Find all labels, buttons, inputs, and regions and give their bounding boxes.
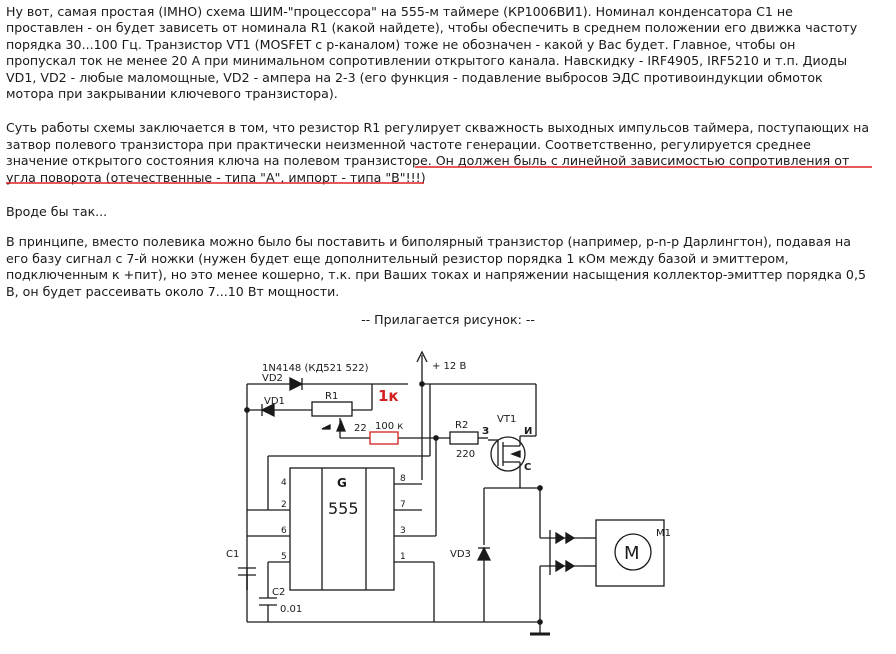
post-paragraph-1: Ну вот, самая простая (IMHO) схема ШИМ-"… — [6, 4, 858, 102]
red-underline-annotation — [6, 166, 872, 184]
motor-label: M — [624, 543, 640, 564]
res-100k-label: 100 к — [375, 421, 403, 432]
r2-value-label: 220 — [456, 449, 475, 460]
pin22-label: 22 — [354, 423, 367, 434]
r2-resistor-icon — [449, 431, 479, 445]
component-symbols — [244, 376, 576, 625]
vd2-diode-icon — [289, 376, 304, 392]
vd1-diode-icon — [260, 402, 275, 418]
ic-g-label: G — [337, 476, 347, 490]
supply-label: + 12 В — [432, 361, 466, 372]
r1-potentiometer-icon — [311, 401, 353, 417]
schematic-wiring — [238, 350, 665, 636]
r1-label: R1 — [325, 391, 338, 402]
r2-label: R2 — [455, 420, 468, 431]
forum-post: Ну вот, самая простая (IMHO) схема ШИМ-"… — [6, 4, 890, 318]
pin-8-label: 8 — [400, 474, 406, 484]
pin-1-label: 1 — [400, 552, 406, 562]
figure-caption: -- Прилагается рисунок: -- — [361, 312, 535, 327]
drain-label: С — [524, 462, 531, 473]
r1-value-label: 1к — [378, 387, 399, 405]
source-label: И — [524, 426, 532, 437]
c1-label: C1 — [226, 549, 239, 560]
pin-6-label: 6 — [281, 526, 287, 536]
pin-7-label: 7 — [400, 500, 406, 510]
vt1-label: VT1 — [497, 414, 516, 425]
m1-label: M1 — [656, 528, 671, 539]
pin-3-label: 3 — [400, 526, 406, 536]
resistor-100k-icon — [369, 431, 399, 445]
post-paragraph-3: Вроде бы так... — [6, 204, 108, 220]
post-paragraph-2: Суть работы схемы заключается в том, что… — [6, 120, 870, 185]
vd2-part-label: 1N4148 (КД521 522) — [262, 363, 369, 374]
post-paragraph-4: В принципе, вместо полевика можно было б… — [6, 234, 866, 299]
gate-label: З — [482, 426, 489, 437]
pin-2-label: 2 — [281, 500, 287, 510]
pin-5-label: 5 — [281, 552, 287, 562]
vd3-label: VD3 — [450, 549, 471, 560]
vd1-label: VD1 — [264, 396, 285, 407]
vd3-diode-icon — [476, 546, 492, 561]
vd2-label: VD2 — [262, 373, 283, 384]
c2-label: C2 — [272, 587, 285, 598]
ic-name-label: 555 — [328, 499, 359, 518]
c2-value-label: 0.01 — [280, 604, 302, 615]
pin-4-label: 4 — [281, 478, 287, 488]
